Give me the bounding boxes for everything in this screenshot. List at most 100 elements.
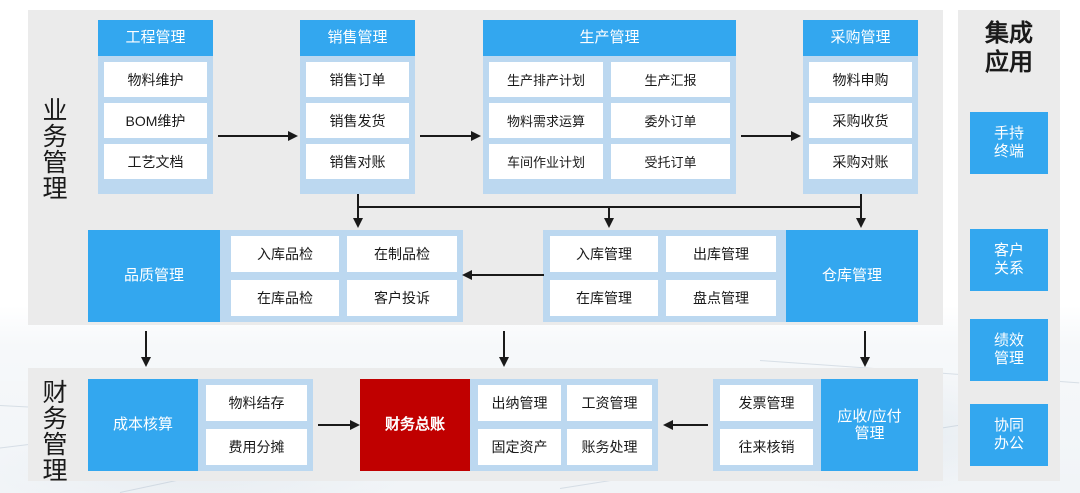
module-cell-warehouse-0[interactable]: 入库管理 <box>550 236 658 272</box>
group-header-receivable-line2: 管理 <box>854 425 885 442</box>
module-cell-production-0[interactable]: 生产排产计划 <box>489 62 603 97</box>
title-finance-char-2: 管 <box>42 431 68 459</box>
module-cell-purchasing-1[interactable]: 采购收货 <box>809 103 912 138</box>
connector-production-to-purchasing <box>741 135 793 137</box>
module-cell-receivable-1[interactable]: 往来核销 <box>720 429 813 465</box>
app-tile-oa-line1: 协同 <box>993 417 1024 434</box>
group-header-quality[interactable]: 品质管理 <box>88 230 220 322</box>
module-cell-ledger-1[interactable]: 工资管理 <box>567 385 652 421</box>
group-header-receivable-line1: 应收/应付 <box>837 407 902 425</box>
arrow-head-warehouse-to-quality <box>462 270 472 280</box>
module-group-quality: 品质管理 入库品检 在制品检 在库品检 客户投诉 <box>88 230 463 322</box>
module-cell-engineering-1[interactable]: BOM维护 <box>104 103 207 138</box>
module-group-engineering: 工程管理 物料维护 BOM维护 工艺文档 <box>98 20 213 194</box>
app-tile-oa[interactable]: 协同 办公 <box>970 404 1048 466</box>
section-title-apps-line2: 应用 <box>985 48 1033 76</box>
title-business-char-3: 理 <box>42 175 68 203</box>
module-cell-receivable-0[interactable]: 发票管理 <box>720 385 813 421</box>
app-tile-handheld-line2: 终端 <box>993 143 1024 160</box>
connector-sales-to-production <box>420 135 473 137</box>
app-tile-handheld-line1: 手持 <box>993 125 1024 142</box>
group-header-sales[interactable]: 销售管理 <box>300 20 415 56</box>
arrow-head-engineering-to-sales <box>288 131 298 141</box>
title-finance-char-3: 理 <box>42 457 68 485</box>
module-cell-production-4[interactable]: 车间作业计划 <box>489 144 603 179</box>
connector-bus-drop-purchasing <box>860 194 862 220</box>
module-cell-production-1[interactable]: 生产汇报 <box>611 62 730 97</box>
module-cell-sales-0[interactable]: 销售订单 <box>306 62 409 97</box>
arrow-head-warehouse-to-ledger <box>499 357 509 367</box>
arrow-head-quality-to-cost <box>141 357 151 367</box>
module-group-purchasing: 采购管理 物料申购 采购收货 采购对账 <box>803 20 918 194</box>
module-cell-cost-1[interactable]: 费用分摊 <box>206 429 307 465</box>
module-cell-quality-0[interactable]: 入库品检 <box>231 236 339 272</box>
module-cell-ledger-0[interactable]: 出纳管理 <box>478 385 561 421</box>
module-cell-engineering-2[interactable]: 工艺文档 <box>104 144 207 179</box>
module-cell-sales-2[interactable]: 销售对账 <box>306 144 409 179</box>
arrow-head-bus-drop-purchasing <box>856 218 866 228</box>
app-tile-crm-line1: 客户 <box>993 242 1024 259</box>
section-title-business: 业务管理 <box>32 98 78 202</box>
group-header-engineering[interactable]: 工程管理 <box>98 20 213 56</box>
module-cell-quality-1[interactable]: 在制品检 <box>347 236 457 272</box>
arrow-head-production-to-purchasing <box>791 131 801 141</box>
module-cell-sales-1[interactable]: 销售发货 <box>306 103 409 138</box>
module-cell-production-3[interactable]: 委外订单 <box>611 103 730 138</box>
module-cell-ledger-3[interactable]: 账务处理 <box>567 429 652 465</box>
module-cell-production-2[interactable]: 物料需求运算 <box>489 103 603 138</box>
app-tile-crm-line2: 关系 <box>993 260 1024 277</box>
app-tile-handheld[interactable]: 手持 终端 <box>970 112 1048 174</box>
module-cell-engineering-0[interactable]: 物料维护 <box>104 62 207 97</box>
arrow-head-warehouse-to-receivable <box>860 357 870 367</box>
module-group-receivable: 发票管理 往来核销 应收/应付 管理 <box>713 379 918 471</box>
connector-warehouse-to-receivable <box>864 331 866 359</box>
title-business-char-2: 管 <box>42 149 68 177</box>
app-tile-oa-line2: 办公 <box>993 435 1024 452</box>
connector-engineering-to-sales <box>218 135 290 137</box>
module-cell-warehouse-1[interactable]: 出库管理 <box>666 236 776 272</box>
arrow-head-sales-to-production <box>471 131 481 141</box>
module-cell-warehouse-3[interactable]: 盘点管理 <box>666 280 776 316</box>
title-business-char-0: 业 <box>42 97 68 125</box>
group-header-purchasing[interactable]: 采购管理 <box>803 20 918 56</box>
module-group-sales: 销售管理 销售订单 销售发货 销售对账 <box>300 20 415 194</box>
arrow-head-cost-to-ledger <box>350 420 360 430</box>
group-header-production[interactable]: 生产管理 <box>483 20 736 56</box>
title-finance-char-1: 务 <box>42 405 68 433</box>
module-cell-purchasing-2[interactable]: 采购对账 <box>809 144 912 179</box>
connector-bus-drop-sales <box>357 194 359 220</box>
module-cell-purchasing-0[interactable]: 物料申购 <box>809 62 912 97</box>
section-title-finance: 财务管理 <box>32 380 78 484</box>
connector-warehouse-to-quality <box>472 274 544 276</box>
connector-receivable-to-ledger <box>672 424 708 426</box>
module-group-cost: 成本核算 物料结存 费用分摊 <box>88 379 313 471</box>
app-tile-kpi-line1: 绩效 <box>993 332 1024 349</box>
connector-quality-to-cost <box>145 331 147 359</box>
connector-warehouse-to-ledger <box>503 331 505 359</box>
module-cell-ledger-2[interactable]: 固定资产 <box>478 429 561 465</box>
title-finance-char-0: 财 <box>42 379 68 407</box>
arrow-head-receivable-to-ledger <box>663 420 673 430</box>
app-tile-crm[interactable]: 客户 关系 <box>970 229 1048 291</box>
connector-bus-drop-production <box>608 206 610 220</box>
module-cell-quality-2[interactable]: 在库品检 <box>231 280 339 316</box>
section-title-apps-line1: 集成 <box>985 20 1033 47</box>
module-cell-warehouse-2[interactable]: 在库管理 <box>550 280 658 316</box>
module-group-ledger: 财务总账 出纳管理 工资管理 固定资产 账务处理 <box>360 379 658 471</box>
arrow-head-bus-drop-sales <box>353 218 363 228</box>
group-header-ledger[interactable]: 财务总账 <box>360 379 470 471</box>
group-header-warehouse[interactable]: 仓库管理 <box>786 230 918 322</box>
module-cell-cost-0[interactable]: 物料结存 <box>206 385 307 421</box>
title-business-char-1: 务 <box>42 123 68 151</box>
module-group-warehouse: 入库管理 出库管理 在库管理 盘点管理 仓库管理 <box>543 230 918 322</box>
module-cell-quality-3[interactable]: 客户投诉 <box>347 280 457 316</box>
module-cell-production-5[interactable]: 受托订单 <box>611 144 730 179</box>
module-group-production: 生产管理 生产排产计划 生产汇报 物料需求运算 委外订单 车间作业计划 受托订单 <box>483 20 736 194</box>
app-tile-kpi-line2: 管理 <box>993 350 1024 367</box>
app-tile-kpi[interactable]: 绩效 管理 <box>970 319 1048 381</box>
section-title-apps: 集成 应用 <box>958 20 1060 78</box>
group-header-cost[interactable]: 成本核算 <box>88 379 198 471</box>
connector-cost-to-ledger <box>318 424 352 426</box>
arrow-head-bus-drop-production <box>604 218 614 228</box>
group-header-receivable[interactable]: 应收/应付 管理 <box>821 379 918 471</box>
